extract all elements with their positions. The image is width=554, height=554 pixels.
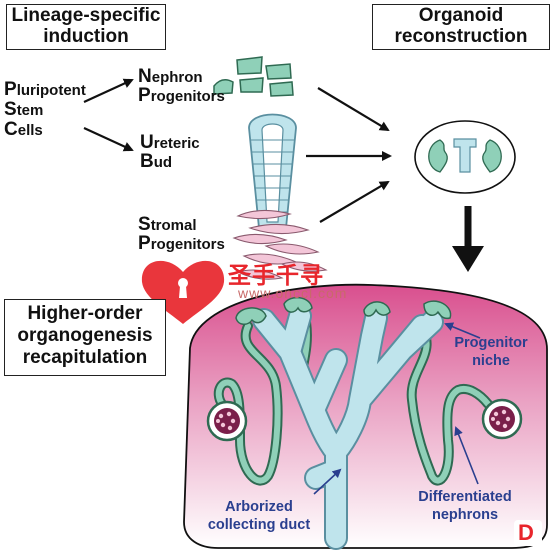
nephron-progenitors-label: Nephron Progenitors	[138, 66, 225, 106]
stromal-progenitors-label: Stromal Progenitors	[138, 214, 225, 254]
arrow-to-ureteric	[83, 127, 134, 152]
ureteric-bud-shape	[248, 113, 297, 229]
higher-order-line-3: recapitulation	[22, 347, 148, 368]
nephron-progenitor-cells	[213, 56, 294, 97]
glomerulus-right	[481, 398, 523, 440]
lineage-title-line-2: induction	[43, 26, 129, 47]
differentiated-nephrons-label: Differentiated nephrons	[418, 489, 512, 523]
organoid-reconstruction-title: Organoid reconstruction	[372, 4, 550, 50]
stromal-progenitor-cells	[232, 209, 328, 280]
lineage-induction-title: Lineage-specific induction	[6, 4, 166, 50]
higher-order-line-1: Higher-order	[27, 303, 143, 324]
higher-order-line-2: organogenesis	[17, 325, 153, 346]
arrow-progenitor-niche	[444, 322, 481, 339]
corner-logo-letter: D	[518, 520, 534, 545]
glomerulus-left	[206, 400, 248, 442]
progenitor-niche-label: Progenitor niche	[454, 335, 528, 369]
ureteric-bud-label: Ureteric Bud	[140, 132, 200, 172]
arrow-stromal-to-organoid	[319, 180, 390, 223]
organoid-title-line-2: reconstruction	[394, 26, 528, 47]
higher-order-title: Higher-order organogenesis recapitulatio…	[4, 299, 166, 376]
arrow-differentiated-nephrons	[454, 426, 479, 485]
collecting-duct-label: Arborized collecting duct	[207, 499, 311, 533]
arrow-collecting-duct	[313, 468, 342, 495]
collecting-duct	[252, 304, 444, 550]
watermark-url: www.onccl.com	[238, 285, 348, 301]
progenitor-caps	[235, 296, 452, 325]
organoid-shape	[414, 120, 516, 194]
stem-cells-label: Pluripotent Stem Cells	[4, 79, 86, 140]
watermark-brand: 圣手千寻	[228, 262, 324, 288]
arrow-nephron-to-organoid	[317, 87, 390, 132]
lineage-title-line-1: Lineage-specific	[11, 5, 161, 26]
arrow-organoid-to-organ-head	[452, 246, 484, 272]
organoid-title-line-1: Organoid	[418, 5, 504, 26]
corner-logo	[514, 520, 542, 546]
arrow-to-nephron	[83, 78, 134, 103]
